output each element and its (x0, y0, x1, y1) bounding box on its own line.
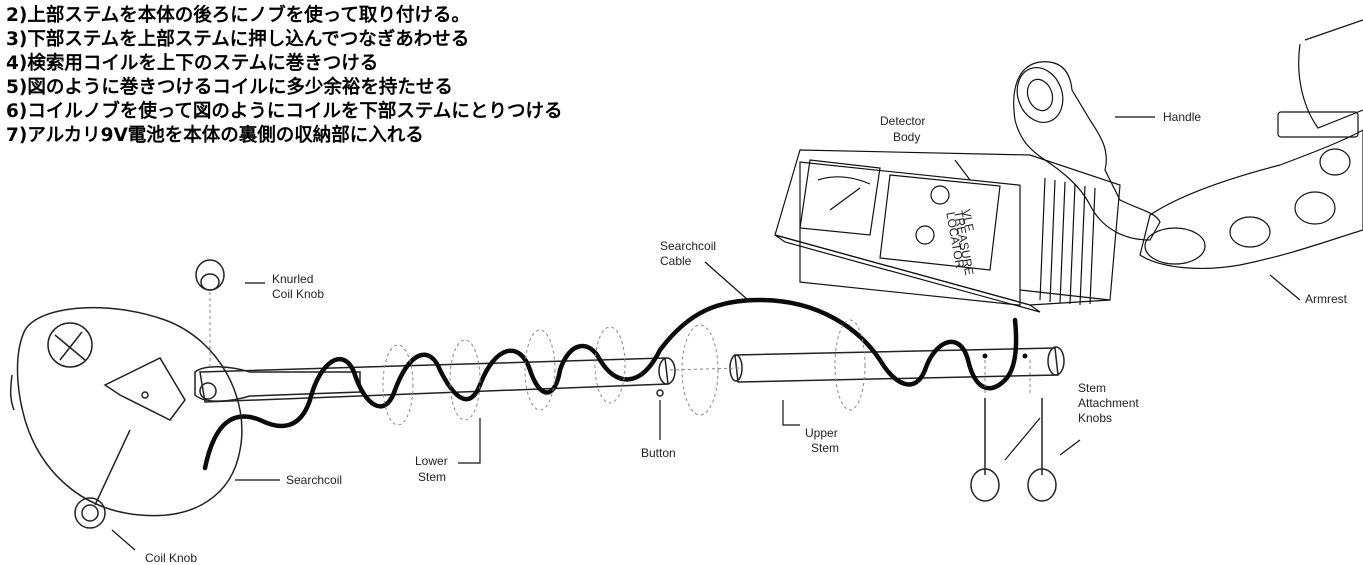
label-searchcoil-cable: Searchcoil Cable (660, 239, 749, 301)
instruction-step-3: 3)下部ステムを上部ステムに押し込んでつなぎあわせる (6, 29, 470, 50)
searchcoil-cable (202, 297, 1019, 471)
label-upper-stem: Upper Stem (782, 400, 839, 455)
svg-text:Armrest: Armrest (1305, 292, 1348, 306)
detector-body: VLF TREASURE LOCATOR (774, 149, 1121, 313)
svg-text:Coil Knob: Coil Knob (272, 287, 324, 301)
instruction-step-5: 5)図のように巻きつけるコイルに多少余裕を持たせる (6, 77, 453, 98)
upper-stem (729, 346, 1065, 383)
label-coil-knob: Coil Knob (111, 529, 197, 565)
instruction-step-6: 6)コイルノブを使って図のようにコイルを下部ステムにとりつける (6, 101, 563, 122)
instruction-step-2: 2)上部ステムを本体の後ろにノブを使って取り付ける。 (6, 5, 470, 26)
svg-text:VLF: VLF (959, 208, 977, 232)
svg-text:Coil Knob: Coil Knob (145, 551, 197, 565)
assembly-instructions: 2)上部ステムを本体の後ろにノブを使って取り付ける。 3)下部ステムを上部ステム… (6, 4, 563, 148)
stem-button (656, 389, 664, 397)
handle (1013, 61, 1161, 241)
svg-text:Handle: Handle (1163, 110, 1201, 124)
searchcoil (9, 306, 243, 517)
label-searchcoil: Searchcoil (235, 473, 342, 487)
battery-compartment-ribs (1019, 177, 1111, 306)
svg-text:Stem: Stem (811, 441, 839, 455)
svg-text:Cable: Cable (660, 254, 692, 268)
label-handle: Handle (1115, 110, 1201, 124)
label-armrest: Armrest (1269, 274, 1348, 306)
instruction-step-7: 7)アルカリ9V電池を本体の裏側の収納部に入れる (6, 125, 424, 146)
instruction-step-4: 4)検索用コイルを上下のステムに巻きつける (6, 53, 379, 74)
svg-text:Attachment: Attachment (1078, 396, 1139, 410)
label-detector-body: Detector Body (880, 114, 971, 181)
svg-text:Upper: Upper (805, 426, 838, 440)
label-stem-attachment-knobs: Stem Attachment Knobs (1004, 381, 1139, 461)
svg-text:Button: Button (641, 446, 676, 460)
svg-text:Searchcoil: Searchcoil (286, 473, 342, 487)
label-lower-stem: Lower Stem (415, 418, 481, 484)
label-knurled-coil-knob: Knurled Coil Knob (245, 272, 324, 301)
control-knob-bottom (915, 225, 935, 245)
svg-text:Searchcoil: Searchcoil (660, 239, 716, 253)
svg-text:Stem: Stem (418, 470, 446, 484)
svg-text:Body: Body (893, 130, 920, 144)
knurled-coil-knob (195, 259, 225, 370)
panel-brand-text: VLF TREASURE LOCATOR (943, 208, 977, 276)
meter-gauge (799, 159, 881, 236)
control-knob-top (930, 185, 950, 205)
coil-knob (74, 497, 106, 529)
svg-text:Knurled: Knurled (272, 272, 313, 286)
stem-attachment-knobs (970, 398, 1057, 502)
svg-text:Stem: Stem (1078, 381, 1106, 395)
svg-text:Knobs: Knobs (1078, 411, 1112, 425)
armrest (1139, 19, 1363, 269)
wrap-guide-arcs (382, 319, 1031, 426)
label-button: Button (641, 400, 676, 460)
svg-text:Lower: Lower (415, 454, 448, 468)
svg-text:Detector: Detector (880, 114, 925, 128)
